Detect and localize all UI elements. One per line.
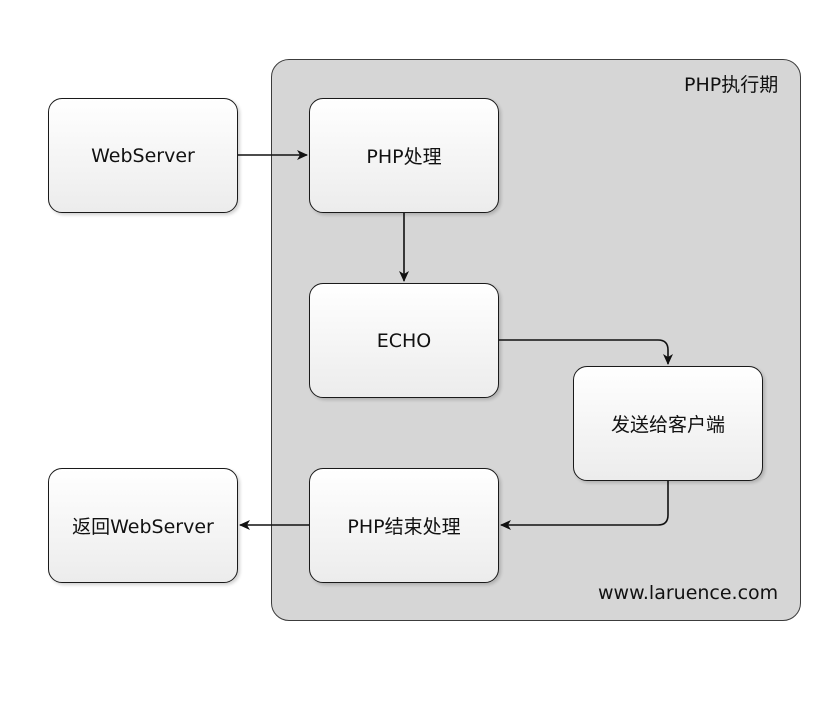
node-echo-label: ECHO: [376, 329, 432, 352]
node-return-webserver-label: 返回WebServer: [72, 516, 214, 538]
node-php-end: PHP结束处理: [309, 468, 499, 583]
node-php-end-label: PHP结束处理: [347, 516, 461, 538]
node-php-process-label: PHP处理: [366, 146, 442, 168]
node-send-client-label: 发送给客户端: [610, 414, 725, 436]
edge-send-to-end: [500, 481, 669, 530]
node-php-process: PHP处理: [309, 98, 499, 213]
node-return-webserver: 返回WebServer: [48, 468, 238, 583]
edge-echo-to-send: [499, 339, 673, 365]
node-webserver-label: WebServer: [91, 144, 195, 167]
container-title: PHP执行期: [684, 74, 779, 96]
node-webserver: WebServer: [48, 98, 238, 213]
container-footer: www.laruence.com: [598, 582, 779, 604]
node-echo: ECHO: [309, 283, 499, 398]
node-send-client: 发送给客户端: [573, 366, 763, 481]
